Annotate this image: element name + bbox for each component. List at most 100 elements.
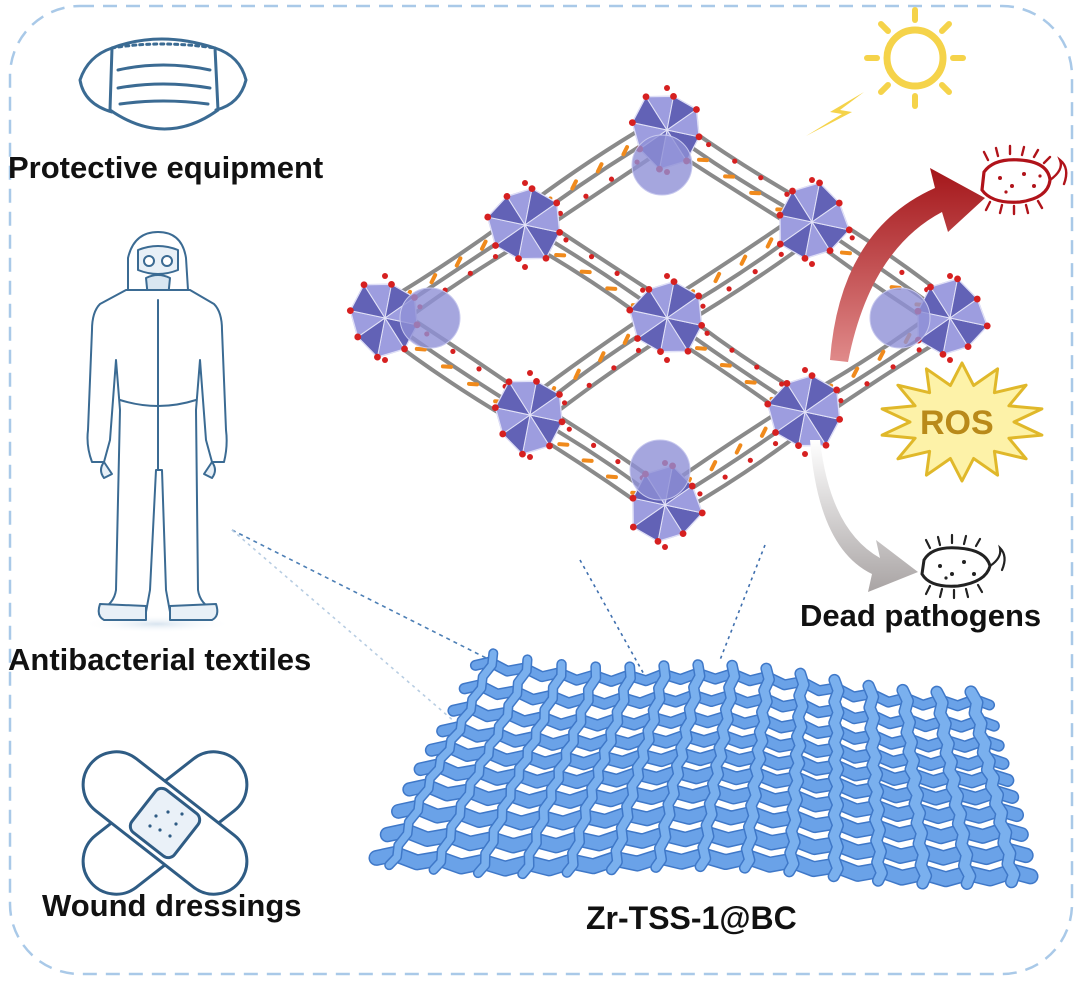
mof-oxygen-atom: [864, 381, 869, 386]
cluster-oxygen-atom: [789, 188, 796, 195]
cluster-oxygen-atom: [630, 524, 637, 531]
mof-sulfur-bond: [443, 366, 451, 367]
cluster-oxygen-atom: [940, 351, 947, 358]
mof-oxygen-atom: [754, 364, 759, 369]
cluster-oxygen-atom: [630, 495, 637, 502]
light-bolt: [806, 92, 864, 136]
cluster-oxygen-atom: [546, 443, 553, 450]
mesh-strand: [834, 680, 839, 876]
cluster-oxygen-atom: [634, 335, 641, 342]
cluster-oxygen-atom: [947, 273, 953, 279]
mof-sulfur-bond: [742, 257, 746, 264]
cluster-oxygen-atom: [664, 273, 670, 279]
cluster-oxygen-atom: [764, 401, 771, 408]
bacterium-dead-icon: [922, 535, 1005, 598]
mof-oxygen-atom: [779, 381, 784, 386]
mof-oxygen-atom: [450, 349, 455, 354]
mof-oxygen-atom: [779, 252, 784, 257]
cluster-oxygen-atom: [680, 530, 687, 537]
mof-oxygen-atom: [591, 443, 596, 448]
cluster-oxygen-atom: [522, 180, 528, 186]
mof-sulfur-bond: [768, 239, 772, 246]
cluster-oxygen-atom: [833, 387, 840, 394]
mof-oxygen-atom: [748, 458, 753, 463]
cluster-oxygen-atom: [374, 354, 381, 361]
bacterium-live-icon: [982, 146, 1066, 214]
label-antibacterial-textiles: Antibacterial textiles: [8, 642, 311, 678]
cluster-oxygen-atom: [499, 431, 506, 438]
mof-sulfur-bond: [854, 369, 858, 376]
cluster-oxygen-atom: [655, 538, 662, 545]
mof-sulfur-bond: [482, 242, 486, 249]
cluster-oxygen-atom: [657, 348, 664, 355]
mof-oxygen-atom: [899, 270, 904, 275]
cluster-oxygen-atom: [809, 372, 816, 379]
cluster-oxygen-atom: [492, 242, 499, 249]
label-dead-pathogens: Dead pathogens: [800, 598, 1041, 634]
mof-sulfur-bond: [737, 445, 741, 452]
mof-cluster-back: [630, 440, 690, 500]
cluster-oxygen-atom: [984, 323, 991, 330]
cluster-oxygen-atom: [947, 357, 953, 363]
mof-oxygen-atom: [587, 383, 592, 388]
grey-arrow: [810, 440, 918, 592]
label-material-name: Zr-TSS-1@BC: [586, 900, 797, 937]
cluster-oxygen-atom: [361, 281, 368, 288]
cluster-oxygen-atom: [401, 346, 408, 353]
mof-oxygen-atom: [640, 288, 645, 293]
mof-oxygen-atom: [706, 142, 711, 147]
mof-sulfur-bond: [432, 275, 436, 282]
mof-oxygen-atom: [615, 459, 620, 464]
cluster-oxygen-atom: [646, 286, 653, 293]
mof-clusters: [347, 85, 991, 550]
cluster-oxygen-atom: [795, 442, 802, 449]
cluster-oxygen-atom: [699, 510, 706, 517]
mof-sulfur-bond: [712, 462, 716, 469]
cluster-oxygen-atom: [529, 185, 536, 192]
cluster-oxygen-atom: [974, 296, 981, 303]
cluster-oxygen-atom: [696, 133, 703, 140]
cluster-oxygen-atom: [698, 322, 705, 329]
cluster-oxygen-atom: [836, 200, 843, 207]
mof-oxygen-atom: [583, 194, 588, 199]
cluster-oxygen-atom: [664, 85, 670, 91]
cluster-oxygen-atom: [965, 343, 972, 350]
cluster-oxygen-atom: [626, 307, 633, 314]
cluster-oxygen-atom: [809, 177, 815, 183]
cluster-oxygen-atom: [685, 348, 692, 355]
mof-oxygen-atom: [611, 365, 616, 370]
cluster-oxygen-atom: [504, 193, 511, 200]
mof-sulfur-bond: [697, 348, 705, 349]
mof-oxygen-atom: [563, 237, 568, 242]
cluster-oxygen-atom: [816, 179, 823, 186]
cluster-oxygen-atom: [543, 255, 550, 262]
mof-sulfur-bond: [559, 444, 567, 445]
mof-sulfur-bond: [584, 460, 592, 461]
mof-sulfur-bond: [469, 384, 477, 385]
cluster-oxygen-atom: [556, 229, 563, 236]
mof-oxygen-atom: [758, 175, 763, 180]
mof-oxygen-atom: [784, 192, 789, 197]
mof-sulfur-bond: [608, 477, 616, 478]
protective-suit-icon: [82, 232, 232, 633]
mof-oxygen-atom: [562, 400, 567, 405]
cluster-oxygen-atom: [506, 378, 513, 385]
mof-sulfur-bond: [722, 365, 730, 366]
mof-oxygen-atom: [468, 271, 473, 276]
cluster-oxygen-atom: [693, 106, 700, 113]
cluster-oxygen-atom: [354, 334, 361, 341]
mof-oxygen-atom: [493, 254, 498, 259]
mof-oxygen-atom: [753, 269, 758, 274]
cluster-oxygen-atom: [519, 451, 526, 458]
cluster-oxygen-atom: [802, 255, 809, 262]
label-wound-dressings: Wound dressings: [42, 888, 302, 924]
cluster-oxygen-atom: [559, 418, 566, 425]
mof-oxygen-atom: [726, 286, 731, 291]
mof-cluster-back: [400, 288, 460, 348]
cluster-oxygen-atom: [695, 293, 702, 300]
cluster-oxygen-atom: [802, 451, 808, 457]
ros-label: ROS: [920, 404, 994, 443]
mof-oxygen-atom: [773, 441, 778, 446]
mof-oxygen-atom: [732, 159, 737, 164]
mof-framework: [347, 85, 991, 550]
